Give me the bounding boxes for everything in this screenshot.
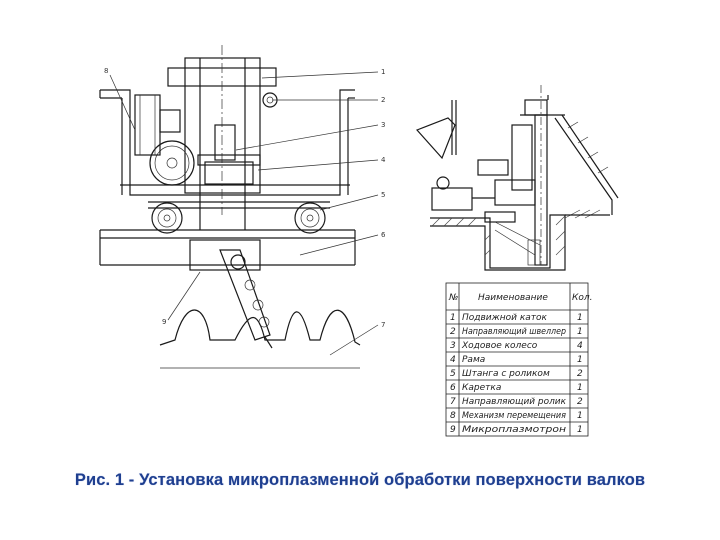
table-row-6-number: 6: [450, 383, 456, 393]
table-header-number: №: [448, 293, 458, 303]
front-view: [99, 45, 379, 369]
leader-label-4: 4: [381, 156, 386, 164]
table-header-name: Наименование: [478, 293, 548, 303]
table-row-2-number: 2: [450, 327, 456, 337]
table-row-3-name: Ходовое колесо: [461, 341, 538, 351]
table-row-6-name: Каретка: [462, 383, 501, 393]
table-row-4-qty: 1: [577, 355, 583, 365]
table-row-4-name: Рама: [462, 355, 485, 365]
leader-label-9: 9: [162, 318, 166, 326]
leader-label-3: 3: [381, 121, 385, 129]
table-header-qty: Кол.: [572, 293, 593, 303]
table-row-7-name: Направляющий ролик: [462, 397, 567, 407]
table-row-5-name: Штанга с роликом: [462, 369, 550, 379]
leader-label-7: 7: [381, 321, 385, 329]
leader-label-8: 8: [104, 67, 108, 75]
table-row-9-qty: 1: [577, 425, 583, 435]
table-row-2-qty: 1: [577, 327, 583, 337]
leader-numbers: 1 2 3 4 5 6 7 8 9: [104, 67, 386, 329]
table-row-1-number: 1: [450, 313, 456, 323]
table-row-7-number: 7: [450, 397, 456, 407]
table-row-4-number: 4: [450, 355, 456, 365]
parts-table: № Наименование Кол. 1 Подвижной каток 1 …: [445, 282, 593, 437]
leader-label-5: 5: [381, 191, 385, 199]
table-row-5-qty: 2: [577, 369, 583, 379]
table-row-1-qty: 1: [577, 313, 583, 323]
table-row-1-name: Подвижной каток: [462, 313, 548, 323]
table-row-9-name: Микроплазмотрон: [462, 425, 566, 435]
table-row-2-name: Направляющий швеллер: [462, 327, 566, 337]
side-view: [415, 85, 619, 271]
table-row-3-number: 3: [450, 341, 456, 351]
leader-label-1: 1: [381, 68, 385, 76]
table-row-3-qty: 4: [577, 341, 583, 351]
table-row-8-number: 8: [450, 411, 456, 421]
leader-label-6: 6: [381, 231, 386, 239]
table-row-9-number: 9: [450, 425, 456, 435]
table-row-8-name: Механизм перемещения: [462, 411, 567, 421]
table-row-6-qty: 1: [577, 383, 583, 393]
table-row-7-qty: 2: [577, 397, 583, 407]
leader-label-2: 2: [381, 96, 385, 104]
table-row-5-number: 5: [450, 369, 456, 379]
figure-caption: Рис. 1 - Установка микроплазменной обраб…: [74, 471, 646, 489]
table-row-8-qty: 1: [577, 411, 583, 421]
